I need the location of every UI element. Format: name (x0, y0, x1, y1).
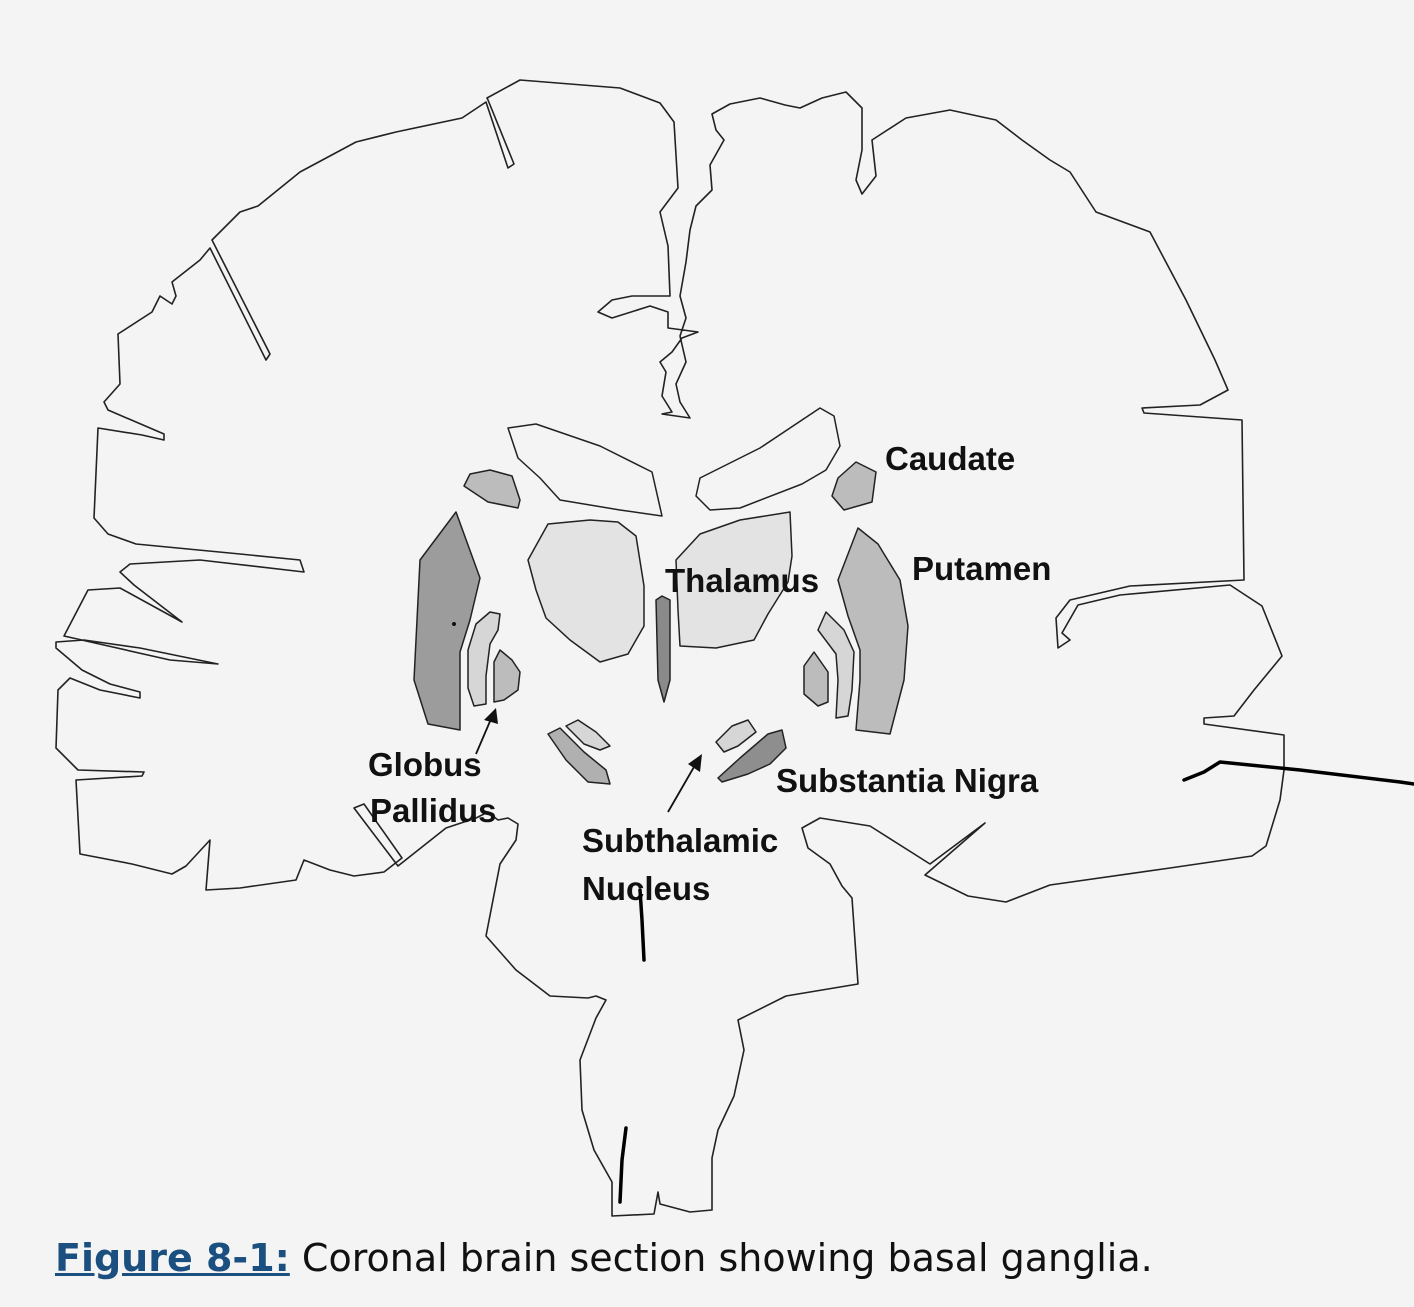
substantia-nigra-label: Substantia Nigra (776, 762, 1039, 799)
figure-link[interactable]: Figure 8-1: (55, 1236, 290, 1280)
subthalamic-arrow (667, 754, 702, 813)
left-caudate-shape (463, 469, 521, 509)
right-subthalamic-shape (715, 719, 757, 753)
right-putamen-shape (837, 527, 909, 735)
left-globus-pallidus-inner (493, 649, 521, 703)
left-thalamus-shape (527, 519, 645, 663)
subthalamic-label-line2: Nucleus (582, 870, 710, 907)
thalamus-label: Thalamus (665, 562, 819, 599)
pen-stroke-right (1182, 760, 1414, 786)
pen-stroke-midbrain (638, 888, 646, 962)
left-subthalamic-shape (565, 719, 611, 751)
putamen-label: Putamen (912, 550, 1051, 587)
third-ventricle (655, 595, 671, 703)
coronal-brain-diagram: Caudate Putamen Thalamus Globus Pallidus… (55, 79, 1414, 1217)
left-lateral-ventricle (507, 423, 663, 517)
globus-pallidus-label-line2: Pallidus (370, 792, 497, 829)
right-lateral-ventricle (695, 407, 841, 511)
caudate-label: Caudate (885, 440, 1015, 477)
left-putamen-shape (413, 511, 481, 731)
pen-stroke-brainstem (618, 1126, 628, 1204)
right-substantia-nigra-shape (717, 729, 787, 783)
left-globus-pallidus-outer (467, 611, 501, 707)
right-globus-pallidus-inner (803, 651, 829, 707)
right-globus-pallidus-outer (817, 611, 855, 719)
right-caudate-shape (831, 461, 877, 511)
subthalamic-label-line1: Subthalamic (582, 822, 778, 859)
caption-text: Coronal brain section showing basal gang… (301, 1236, 1153, 1280)
figure-caption: Figure 8-1: Coronal brain section showin… (55, 1236, 1153, 1280)
putamen-dot (452, 622, 456, 626)
left-substantia-nigra-shape (547, 727, 611, 785)
globus-pallidus-arrow (475, 708, 498, 755)
right-thalamus-shape (675, 511, 793, 649)
globus-pallidus-label-line1: Globus (368, 746, 482, 783)
